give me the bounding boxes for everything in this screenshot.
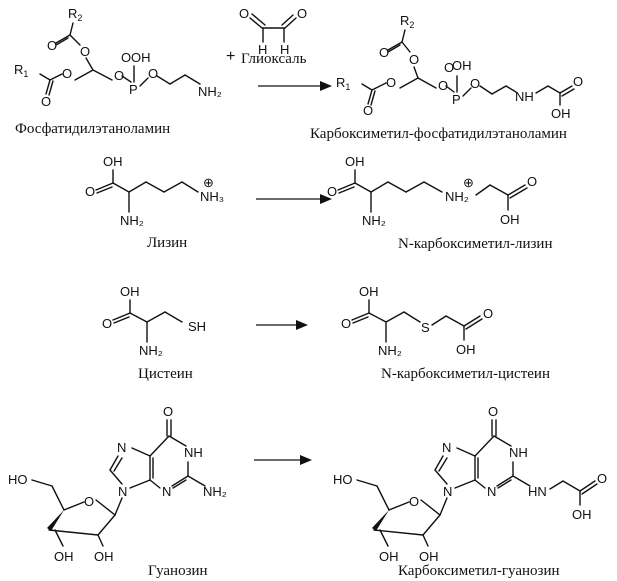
phosphate-o: O xyxy=(114,68,124,83)
alpha-amine: NH₂ xyxy=(362,213,386,228)
alpha-amine: NH₂ xyxy=(139,343,163,358)
hydroxyl: OH xyxy=(500,212,520,227)
amine-nh2: NH₂ xyxy=(198,84,222,99)
hydroxyl: OH xyxy=(359,284,379,299)
hydroxyl: OH xyxy=(120,284,140,299)
label-cysteine: Цистеин xyxy=(138,366,193,382)
guanosine-structure: O NH N NH₂ N N O HO OH xyxy=(8,404,227,564)
reaction-arrow xyxy=(256,194,332,204)
hydroxyl: OH xyxy=(572,507,592,522)
lysine-structure: OH O NH₂ NH₃ ⊕ xyxy=(85,154,224,228)
carbonyl-o: O xyxy=(597,471,607,486)
ring-n: N xyxy=(118,484,127,499)
carbonyl-o: O xyxy=(483,306,493,321)
carbonyl-o: O xyxy=(573,74,583,89)
r1-group: R1 xyxy=(336,75,350,92)
hydrogen: H xyxy=(258,42,267,57)
ring-o: O xyxy=(84,494,94,509)
ring-n: N xyxy=(162,484,171,499)
phosphorus: P xyxy=(129,82,138,97)
n-carboxymethyl-cysteine-structure: OH O NH₂ S O OH xyxy=(341,284,493,358)
hydroxyl: OH xyxy=(379,549,399,564)
secondary-amine: HN xyxy=(528,484,547,499)
carbonyl-o: O xyxy=(85,184,95,199)
carbonyl-o: O xyxy=(488,404,498,419)
phosphorus: P xyxy=(452,92,461,107)
n-carboxymethyl-lysine-structure: OH O NH₂ NH₂ ⊕ O OH xyxy=(327,154,537,228)
hydroxyl: OH xyxy=(551,106,571,121)
carbonyl-o: O xyxy=(102,316,112,331)
ester-o: O xyxy=(386,75,396,90)
label-n-carboxymethyl-cysteine: N-карбоксиметил-цистеин xyxy=(381,366,550,382)
ring-n: N xyxy=(487,484,496,499)
hydroxyl: HO xyxy=(333,472,353,487)
hydroxyl: OH xyxy=(54,549,74,564)
carbonyl-o: O xyxy=(41,94,51,109)
carbonyl-o: O xyxy=(341,316,351,331)
label-n-carboxymethyl-lysine: N-карбоксиметил-лизин xyxy=(398,236,552,252)
phosphate-o: O xyxy=(444,60,454,75)
glyoxal-structure: O O H H xyxy=(239,6,307,57)
alpha-amine: NH₂ xyxy=(378,343,402,358)
carbonyl-o: O xyxy=(327,184,337,199)
ester-o: O xyxy=(409,52,419,67)
carbonyl-o: O xyxy=(527,174,537,189)
thioether: S xyxy=(421,320,430,335)
phosphate-o: O xyxy=(121,50,131,65)
label-guanosine: Гуанозин xyxy=(148,563,208,579)
hydroxyl: OH xyxy=(456,342,476,357)
label-phosphatidylethanolamine: Фосфатидилэтаноламин xyxy=(15,121,170,137)
phosphatidylethanolamine-structure: R2 O O O R1 O O P O OH O NH₂ xyxy=(14,6,222,109)
carbonyl-o: O xyxy=(163,404,173,419)
reaction-arrow xyxy=(258,81,332,91)
ring-nh: NH xyxy=(509,445,528,460)
ring-n: N xyxy=(117,440,126,455)
ester-o: O xyxy=(62,66,72,81)
r1-group: R1 xyxy=(14,62,28,79)
alpha-amine: NH₂ xyxy=(120,213,144,228)
carbonyl-o: O xyxy=(47,38,57,53)
hydroxyl: OH xyxy=(419,549,439,564)
label-lysine: Лизин xyxy=(147,235,187,251)
phosphate-o: O xyxy=(470,76,480,91)
hydroxyl: OH xyxy=(94,549,114,564)
cysteine-structure: OH O NH₂ SH xyxy=(102,284,206,358)
phosphate-o: O xyxy=(438,78,448,93)
r2-group: R2 xyxy=(400,13,414,30)
substituted-amine: NH₂ xyxy=(445,189,469,204)
hydrogen: H xyxy=(280,42,289,57)
amine-nh2: NH₂ xyxy=(203,484,227,499)
ammonium: NH₃ xyxy=(200,189,224,204)
carbonyl-o: O xyxy=(379,45,389,60)
label-carboxymethyl-guanosine: Карбоксиметил-гуанозин xyxy=(398,563,560,579)
phosphate-oh: OH xyxy=(452,58,472,73)
carboxymethyl-guanosine-structure: O NH N HN O OH N N O xyxy=(333,404,607,564)
reaction-arrow xyxy=(256,320,308,330)
plus-sign: + xyxy=(226,48,235,65)
hydroxyl: HO xyxy=(8,472,28,487)
r2-group: R2 xyxy=(68,6,82,23)
hydroxyl: OH xyxy=(345,154,365,169)
ring-nh: NH xyxy=(184,445,203,460)
ring-o: O xyxy=(409,494,419,509)
label-carboxymethyl-pe: Карбоксиметил-фосфатидилэтаноламин xyxy=(310,126,567,142)
reaction-arrow xyxy=(254,455,312,465)
carbonyl-o: O xyxy=(363,103,373,118)
ester-o: O xyxy=(80,44,90,59)
positive-charge: ⊕ xyxy=(463,175,474,190)
carbonyl-o: O xyxy=(297,6,307,21)
phosphate-o: O xyxy=(148,66,158,81)
label-glyoxal: Глиоксаль xyxy=(241,51,307,67)
carboxymethyl-phosphatidylethanolamine-structure: R2 O O O R1 O O P O OH O NH O OH xyxy=(336,13,583,121)
carbonyl-o: O xyxy=(239,6,249,21)
hydroxyl: OH xyxy=(103,154,123,169)
ring-n: N xyxy=(442,440,451,455)
thiol: SH xyxy=(188,319,206,334)
positive-charge: ⊕ xyxy=(203,175,214,190)
ring-n: N xyxy=(443,484,452,499)
secondary-amine: NH xyxy=(515,89,534,104)
phosphate-oh: OH xyxy=(131,50,151,65)
